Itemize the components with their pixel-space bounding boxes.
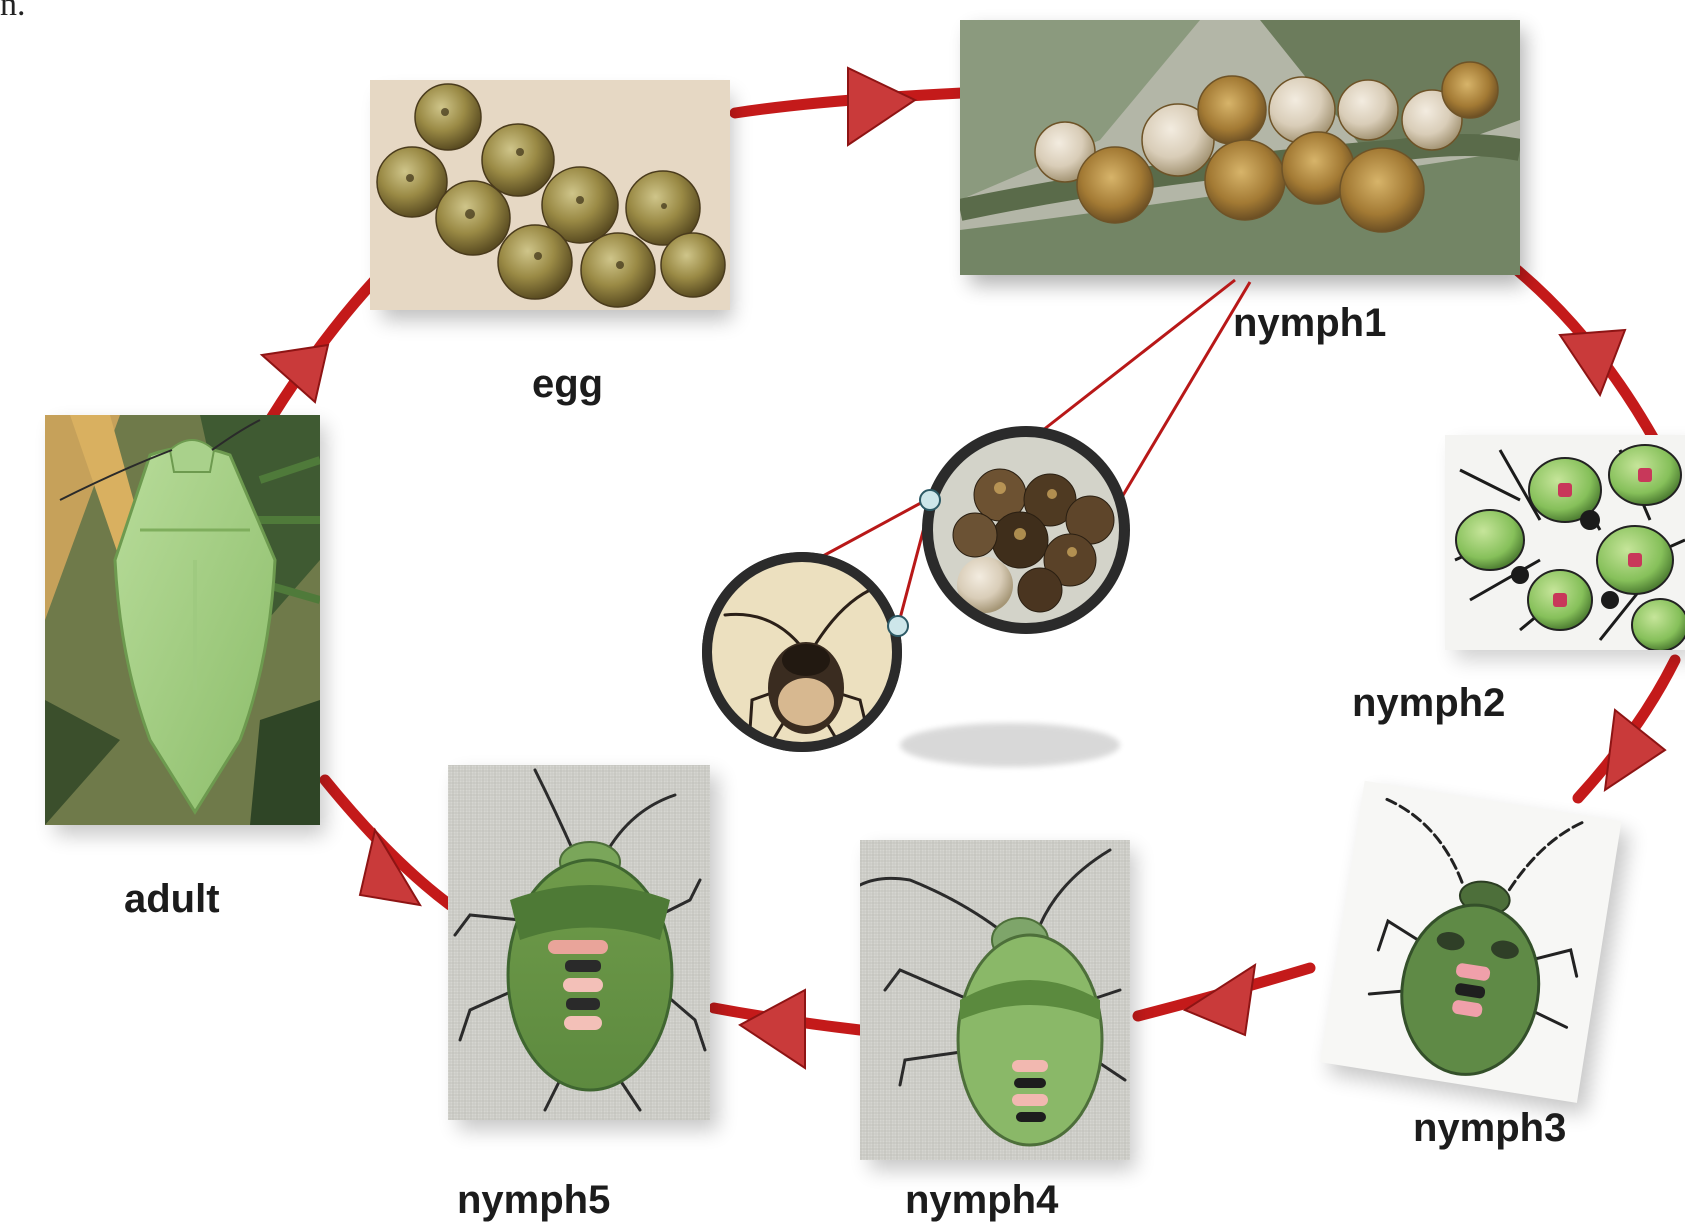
nymph5-label: nymph5 bbox=[457, 1180, 610, 1220]
adult-photo bbox=[45, 415, 325, 835]
nymph1-label: nymph1 bbox=[1233, 303, 1386, 343]
nymph4-label: nymph4 bbox=[905, 1180, 1058, 1220]
nymph3-label: nymph3 bbox=[1413, 1108, 1566, 1148]
nymph2-photo bbox=[1445, 435, 1685, 660]
zoom-lens-hatching bbox=[900, 426, 1130, 767]
nymph4-photo bbox=[860, 840, 1135, 1170]
zoom-lens-first-instar bbox=[702, 552, 908, 752]
arrowhead-adult-egg bbox=[262, 345, 328, 402]
nymph5-photo bbox=[448, 765, 718, 1130]
arrowhead-nymph4-nymph5 bbox=[740, 990, 805, 1068]
nymph2-label: nymph2 bbox=[1352, 683, 1505, 723]
egg-photo bbox=[370, 80, 732, 320]
egg-label: egg bbox=[532, 364, 603, 404]
nymph3-photo bbox=[1319, 781, 1632, 1115]
adult-label: adult bbox=[124, 879, 220, 919]
arrowhead-egg-nymph1 bbox=[848, 68, 915, 145]
nymph1-photo bbox=[960, 20, 1525, 285]
